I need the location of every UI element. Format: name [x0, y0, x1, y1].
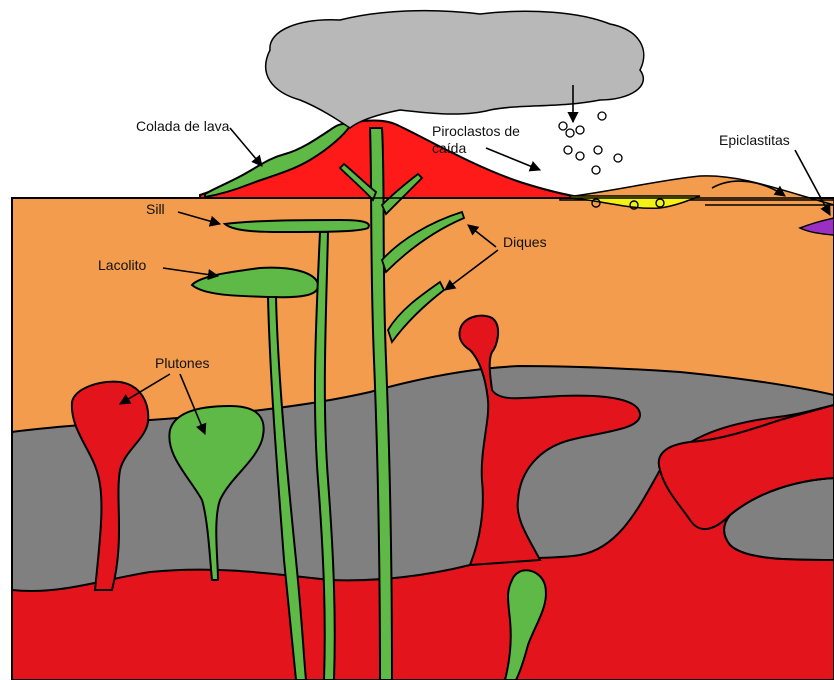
falling-pyroclast [592, 166, 600, 174]
falling-pyroclast [564, 146, 572, 154]
falling-pyroclast [566, 129, 574, 137]
sill [225, 220, 369, 232]
falling-pyroclast [614, 154, 622, 162]
label-colada-de-lava: Colada de lava [136, 118, 230, 134]
label-camara-1: Cámara [608, 594, 715, 627]
ash-cloud [266, 11, 644, 128]
falling-pyroclast [598, 112, 606, 120]
label-sill: Sill [146, 201, 165, 217]
falling-pyroclast [576, 152, 584, 160]
label-lacolito: Lacolito [98, 257, 146, 273]
falling-pyroclast [576, 126, 584, 134]
volcano-cone [200, 121, 585, 198]
arrow-pyroclastos [486, 148, 540, 170]
label-piroclastos-1: Piroclastos de [432, 123, 520, 139]
falling-pyroclast [559, 122, 567, 130]
label-diques: Diques [503, 234, 547, 250]
arrow-colada [230, 128, 262, 166]
falling-pyroclast [594, 146, 602, 154]
label-piroclastos-2: caída [432, 140, 466, 156]
label-camara-2: Magmática [608, 628, 755, 661]
label-epiclastitas: Epiclastitas [719, 132, 790, 148]
label-plutones: Plutones [155, 355, 209, 371]
